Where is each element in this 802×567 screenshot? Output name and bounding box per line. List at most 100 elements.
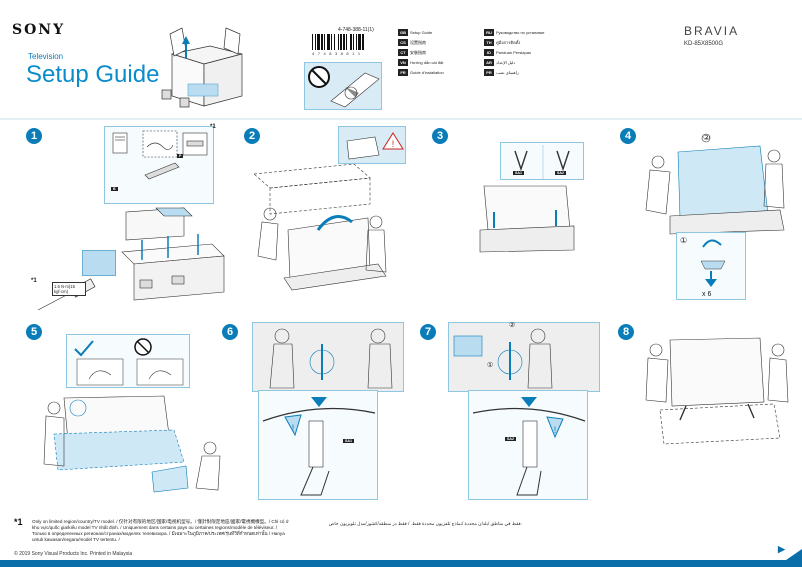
language-name: Руководство по установке	[496, 30, 545, 35]
document-subtitle: Television	[28, 52, 64, 61]
footnote-text: Only on limited region/country/TV model.…	[32, 519, 289, 542]
language-code: CS	[398, 39, 408, 46]
warning-triangle-icon: !	[346, 132, 404, 160]
document-title: Setup Guide	[26, 61, 160, 88]
language-name: 设置指南	[410, 39, 426, 45]
svg-text:!: !	[392, 139, 395, 149]
svg-text:!: !	[554, 425, 557, 435]
step-6-number: 6	[222, 324, 238, 340]
header-divider	[0, 118, 802, 120]
sony-logo: SONY	[12, 22, 66, 38]
language-code: RU	[484, 29, 494, 36]
language-code: CT	[398, 49, 408, 56]
bravia-logo: BRAVIA	[684, 24, 740, 38]
tag-sa2-b: SA2	[505, 437, 516, 441]
stand-parts-panel: SA1 SA2	[500, 142, 584, 180]
step-7-lift-illustration	[453, 328, 553, 389]
next-page-arrow-icon[interactable]: ▶	[778, 544, 785, 554]
language-code: FR	[398, 69, 408, 76]
barcode-number: 4 7 4 8 3 8 8 1 1	[312, 51, 362, 56]
step-6-lift-illustration	[269, 328, 393, 389]
times-six-label: x 6	[702, 291, 712, 298]
step-7-lift-panel	[448, 322, 600, 392]
step-1-stand-illustration	[121, 207, 225, 301]
circle-step-2-b: ②	[509, 322, 516, 329]
tag-sa2-a: SA2	[555, 171, 566, 175]
svg-text:!: !	[292, 423, 295, 433]
step-4-lift-illustration	[645, 133, 785, 235]
correct-incorrect-illustration	[74, 338, 184, 386]
language-name: 安裝指南	[410, 49, 426, 55]
step-2-number: 2	[244, 128, 260, 144]
stand-insert-illustration-b: !	[472, 397, 586, 496]
barcode-image	[312, 34, 364, 50]
copyright-line: © 2019 Sony Visual Products Inc. Printed…	[14, 551, 133, 557]
step-8-placement-illustration	[645, 337, 789, 445]
accessories-panel: P B	[104, 126, 214, 204]
step-7-number: 7	[420, 324, 436, 340]
language-name: Panduan Persiapan	[496, 50, 532, 55]
step-7-detail-panel: ! SA2	[468, 390, 588, 500]
stand-legs-illustration	[514, 145, 570, 179]
tag-p: P	[177, 154, 184, 158]
language-name: Setup Guide	[410, 30, 433, 35]
part-number: 4-748-388-11(1)	[338, 27, 374, 33]
step-1-number: 1	[26, 128, 42, 144]
step-2-warning-box: !	[338, 126, 406, 164]
corner-triangle	[776, 549, 802, 567]
circle-step-2: ②	[703, 133, 711, 142]
footnote-star: *1	[14, 517, 23, 527]
hook-detail-illustration	[700, 239, 726, 287]
model-number: KD-85X8500G	[684, 41, 724, 47]
step-4-number: 4	[620, 128, 636, 144]
tag-sa1-a: SA1	[513, 171, 524, 175]
step-8-number: 8	[618, 324, 634, 340]
step-6-detail-panel: ! SA1	[258, 390, 378, 500]
language-code: ID	[484, 49, 494, 56]
circle-step-1: ①	[680, 236, 688, 245]
language-code: AR	[484, 59, 494, 66]
torque-label: 1.5 N·m{15 kgf·cm}	[52, 282, 86, 296]
tv-box-illustration	[161, 27, 243, 108]
language-code: TH	[484, 39, 494, 46]
footer-bar	[0, 560, 802, 567]
step-5-tv-illustration	[43, 395, 221, 493]
language-name: คู่มือการติดตั้ง	[496, 40, 521, 45]
stand-insert-illustration-a: !	[262, 397, 376, 496]
footnote-text-arabic: فقط في مناطق /بلدان محددة /نماذج تلفزيون…	[328, 521, 522, 526]
language-code: GB	[398, 29, 408, 36]
step-5-number: 5	[26, 324, 42, 340]
step-4-detail-panel	[676, 232, 746, 300]
no-cutter-icon	[308, 66, 380, 108]
tag-sa1-b: SA1	[343, 439, 354, 443]
language-code: PR	[484, 69, 494, 76]
tag-b: B	[111, 187, 118, 191]
accessories-illustration	[112, 130, 208, 180]
language-code: VN	[398, 59, 408, 66]
step-6-lift-panel	[252, 322, 404, 392]
footnote-marker-1: *1	[210, 124, 216, 130]
circle-step-1-b: ①	[487, 362, 494, 369]
step-3-tv-illustration	[479, 185, 575, 253]
language-name: Guide d'installation	[410, 70, 444, 75]
language-name: دليل الإعداد	[496, 60, 516, 65]
language-name: Hướng dẫn cài đặt	[410, 60, 444, 65]
step-3-number: 3	[432, 128, 448, 144]
correct-incorrect-panel	[66, 334, 190, 388]
footnote-marker-2: *1	[31, 278, 37, 284]
step-2-unpack-illustration	[253, 163, 387, 291]
no-cutter-warning	[304, 62, 382, 110]
language-name: راهنمای نصب	[496, 70, 519, 75]
hands-closeup	[82, 250, 116, 276]
